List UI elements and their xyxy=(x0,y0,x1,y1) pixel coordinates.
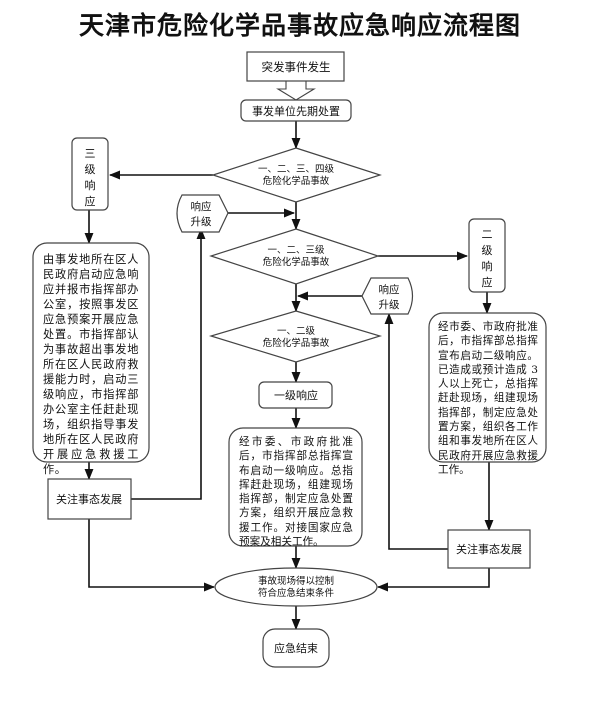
level2-char: 应 xyxy=(482,275,493,289)
level1-detail-frame xyxy=(228,427,363,547)
decision-123-line2: 危险化学品事故 xyxy=(263,256,330,268)
hollow-arrow xyxy=(276,81,316,101)
node-start: 突发事件发生 xyxy=(246,51,345,82)
upgrade-left-line1: 响应 xyxy=(191,200,212,213)
node-end: 应急结束 xyxy=(262,628,330,668)
node-start-label: 突发事件发生 xyxy=(262,60,331,74)
arrow-monitor-left-to-upgrade xyxy=(131,227,206,500)
level2-detail-text: 经市委、市政府批准后，市指挥部总指挥宣布启动二级响应。已造成或预计造成 3 人以… xyxy=(438,321,538,476)
upgrade-left-line2: 升级 xyxy=(191,216,212,228)
level3-detail-text: 由事发地所在区人民政府启动应急响应并报市指挥部办公室，按照事发区应急预案开展应急… xyxy=(43,253,139,476)
node-level2-response: 二 级 响 应 xyxy=(468,218,506,293)
decision-levels-1-3: 一、二、三级 危险化学品事故 xyxy=(209,228,380,285)
node-monitor-left: 关注事态发展 xyxy=(47,478,132,520)
decision-12-line1: 一、二级 xyxy=(277,325,316,337)
decision-all-levels: 一、二、三、四级 危险化学品事故 xyxy=(211,147,382,203)
level2-char: 二 xyxy=(482,228,493,241)
monitor-right-label: 关注事态发展 xyxy=(456,542,522,556)
node-upgrade-left: 响应 升级 xyxy=(176,194,229,233)
connectors xyxy=(84,81,494,631)
arrow-monitor-left-to-end-condition xyxy=(88,519,216,592)
arrow-monitor-right-to-end-condition xyxy=(376,568,490,592)
node-end-condition: 事故现场得以控制 符合应急结束条件 xyxy=(214,567,378,607)
end-condition-line1: 事故现场得以控制 xyxy=(258,575,334,587)
level1-detail-text: 经市委、市政府批准后，市指挥部总指挥宣布启动一级响应。总指挥赶赴现场，组建现场指… xyxy=(239,436,353,549)
node-level3-response: 三 级 响 应 xyxy=(71,137,109,211)
decision-12-line2: 危险化学品事故 xyxy=(263,337,330,349)
level3-detail-frame xyxy=(32,242,150,463)
arrow-monitor-right-to-upgrade xyxy=(384,312,448,550)
level2-char: 级 xyxy=(482,244,493,257)
decision-levels-1-2: 一、二级 危险化学品事故 xyxy=(208,310,383,363)
decision-all-line1: 一、二、三、四级 xyxy=(258,163,335,175)
level2-detail-frame xyxy=(428,312,547,463)
level3-char: 应 xyxy=(85,194,96,208)
level1-label: 一级响应 xyxy=(274,388,318,402)
end-label: 应急结束 xyxy=(274,641,318,655)
upgrade-right-line2: 升级 xyxy=(379,299,400,311)
node-initial-label: 事发单位先期处置 xyxy=(252,104,340,118)
node-initial-handling: 事发单位先期处置 xyxy=(240,99,352,122)
node-monitor-right: 关注事态发展 xyxy=(447,529,531,569)
level3-char: 响 xyxy=(85,179,96,192)
end-condition-line2: 符合应急结束条件 xyxy=(258,587,335,599)
node-level1-response: 一级响应 xyxy=(258,381,333,409)
level3-char: 三 xyxy=(85,147,96,160)
level3-char: 级 xyxy=(85,163,96,176)
flowchart-title: 天津市危险化学品事故应急响应流程图 xyxy=(78,11,521,40)
decision-all-line2: 危险化学品事故 xyxy=(263,175,330,187)
monitor-left-label: 关注事态发展 xyxy=(56,492,122,506)
node-upgrade-right: 响应 升级 xyxy=(361,277,414,315)
level2-char: 响 xyxy=(482,260,493,273)
upgrade-right-line1: 响应 xyxy=(379,283,400,296)
decision-123-line1: 一、二、三级 xyxy=(267,244,325,256)
